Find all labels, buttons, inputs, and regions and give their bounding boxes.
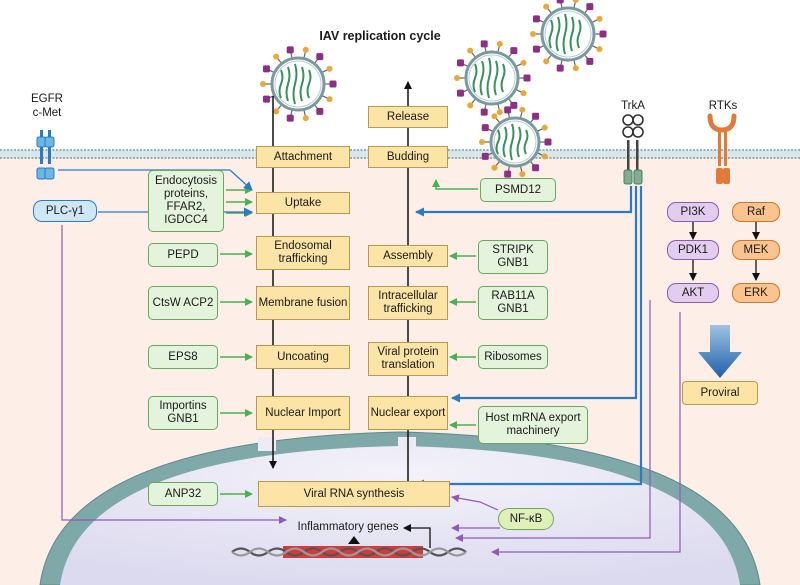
step-endosomal-trafficking: Endosomal trafficking bbox=[256, 236, 350, 270]
egfr-label: EGFR bbox=[31, 93, 63, 105]
step-assembly: Assembly bbox=[368, 245, 448, 267]
trka-label: TrkA bbox=[621, 100, 645, 112]
rtk-receptor-icon bbox=[707, 113, 737, 184]
virus-particle-icon bbox=[530, 0, 607, 72]
nucleus bbox=[39, 431, 761, 585]
factor-endocytosis-proteins: Endocytosis proteins, FFAR2, IGDCC4 bbox=[148, 170, 224, 232]
step-budding: Budding bbox=[368, 146, 448, 168]
trka-receptor-icon bbox=[622, 114, 644, 185]
factor-host-mrna-export: Host mRNA export machinery bbox=[478, 406, 588, 444]
virus-particle-icon bbox=[454, 40, 531, 116]
factor-stripk-gnb1: STRIPK GNB1 bbox=[478, 240, 548, 274]
proviral-outcome: Proviral bbox=[682, 381, 758, 405]
factor-importins-gnb1: Importins GNB1 bbox=[148, 396, 218, 430]
blue-arrows bbox=[58, 169, 643, 489]
egfr-cmet-receptor-icon bbox=[36, 130, 55, 180]
virus-particle-icon bbox=[260, 46, 337, 122]
kinase-pi3k: PI3K bbox=[667, 202, 719, 222]
step-membrane-fusion: Membrane fusion bbox=[256, 286, 350, 320]
kinase-mek: MEK bbox=[732, 240, 780, 260]
step-viral-rna-synthesis: Viral RNA synthesis bbox=[258, 481, 450, 507]
step-intracellular-trafficking: Intracellular trafficking bbox=[368, 286, 448, 320]
step-nuclear-export: Nuclear export bbox=[368, 396, 448, 430]
kinase-pdk1: PDK1 bbox=[667, 240, 719, 260]
cmet-label: c-Met bbox=[32, 107, 62, 119]
factor-rab11a-gnb1: RAB11A GNB1 bbox=[478, 286, 548, 320]
factor-ctsw-acp2: CtsW ACP2 bbox=[148, 286, 218, 320]
virus-particles bbox=[260, 0, 607, 178]
step-nuclear-import: Nuclear Import bbox=[256, 396, 350, 430]
step-attachment: Attachment bbox=[256, 146, 350, 168]
factor-psmd12: PSMD12 bbox=[480, 178, 556, 202]
factor-ribosomes: Ribosomes bbox=[478, 345, 548, 369]
factor-eps8: EPS8 bbox=[148, 345, 218, 369]
inflammatory-genes-label: Inflammatory genes bbox=[297, 521, 399, 533]
plc-gamma1-node: PLC-γ1 bbox=[33, 200, 97, 222]
purple-arrows bbox=[61, 225, 681, 556]
kinase-arrows bbox=[689, 222, 760, 378]
virus-particle-icon bbox=[479, 106, 552, 178]
factor-anp32: ANP32 bbox=[148, 482, 218, 506]
nfkb-node: NF-κB bbox=[498, 508, 554, 530]
step-uncoating: Uncoating bbox=[256, 345, 350, 369]
rtks-label: RTKs bbox=[708, 100, 738, 112]
dna-helix-icon bbox=[231, 536, 467, 558]
green-arrows bbox=[220, 179, 478, 498]
diagram-title: IAV replication cycle bbox=[319, 29, 441, 43]
proviral-big-arrow bbox=[698, 325, 742, 378]
step-uptake: Uptake bbox=[256, 192, 350, 214]
step-viral-protein-translation: Viral protein translation bbox=[368, 342, 448, 376]
kinase-erk: ERK bbox=[732, 283, 780, 303]
kinase-raf: Raf bbox=[732, 202, 780, 222]
factor-pepd: PEPD bbox=[148, 243, 218, 267]
step-release: Release bbox=[368, 106, 448, 128]
kinase-akt: AKT bbox=[667, 283, 719, 303]
